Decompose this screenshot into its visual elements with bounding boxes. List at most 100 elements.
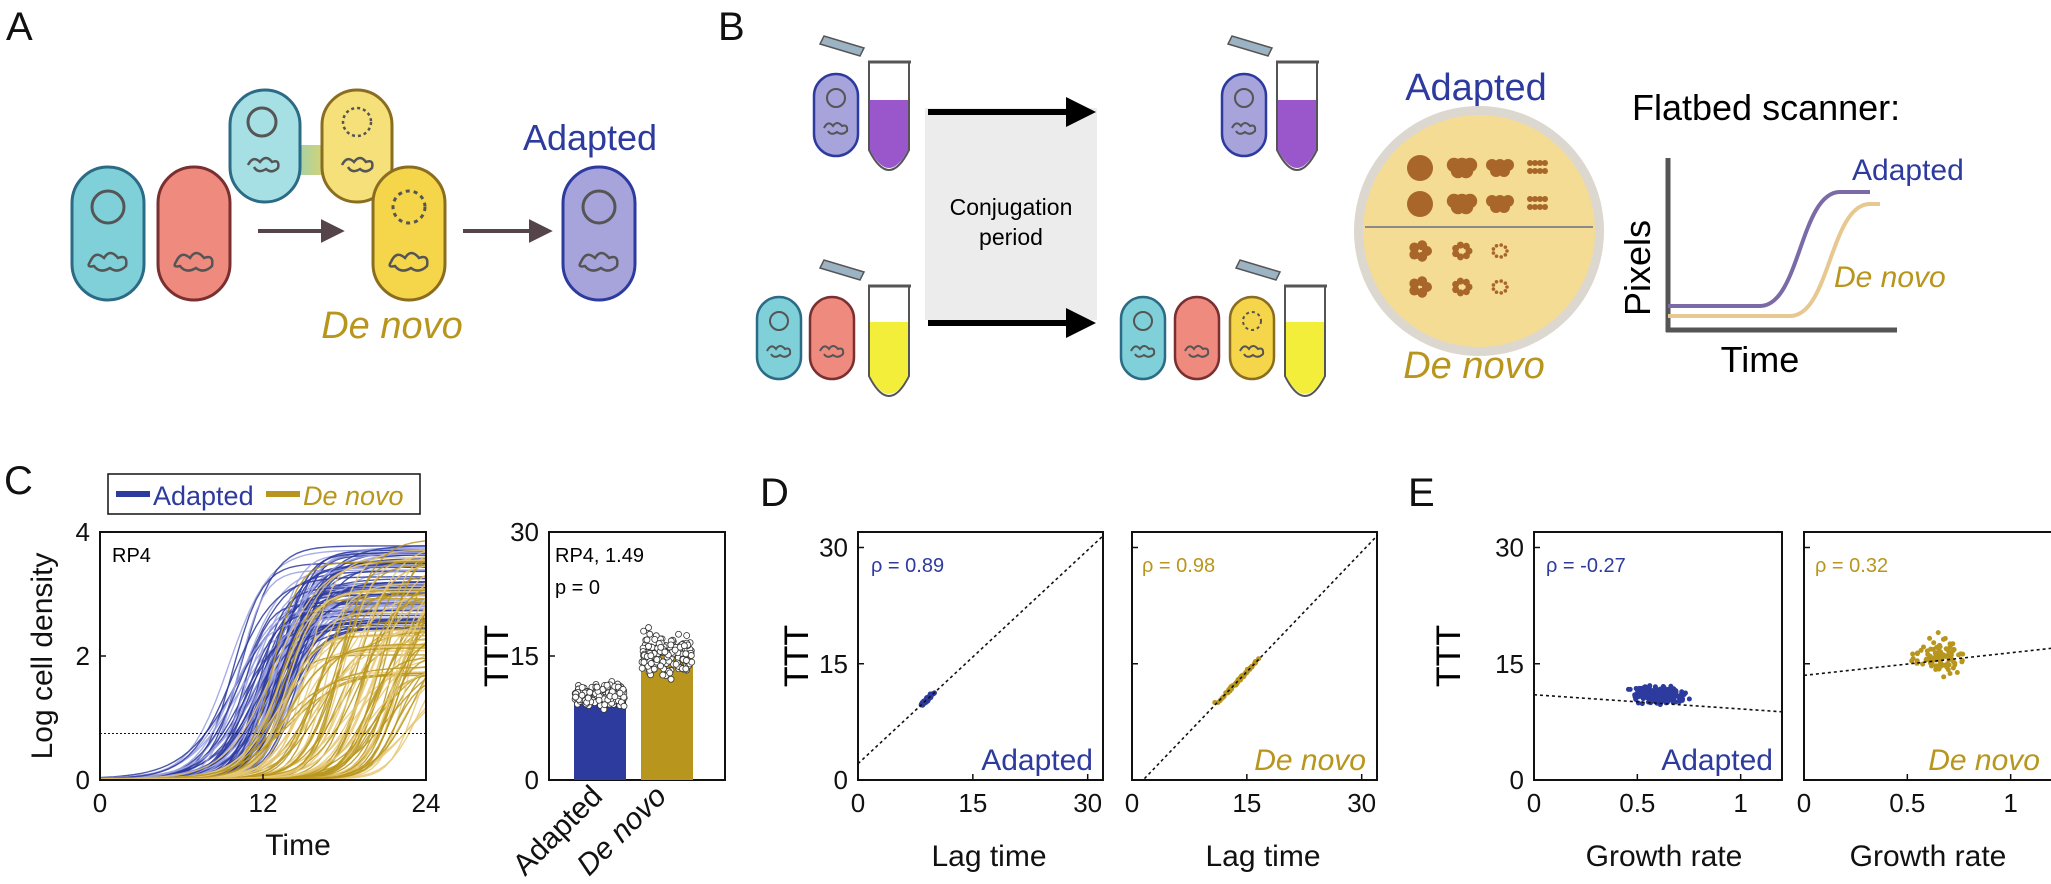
data-point [1661, 684, 1667, 690]
d-label-denovo: De novo [1254, 744, 1366, 777]
plasmid-label: RP4 [112, 545, 151, 567]
e-xlabel-1: Growth rate [1586, 840, 1743, 873]
panel-letter-b: B [718, 5, 745, 49]
data-point [1952, 660, 1958, 666]
data-point [1947, 670, 1953, 676]
data-point [1959, 657, 1965, 663]
colony-icon [1494, 244, 1499, 248]
scanner-denovo-label: De novo [1834, 261, 1946, 294]
data-point [1958, 651, 1964, 657]
x-tick-label: 1 [2003, 788, 2017, 818]
y-tick-label: 30 [1495, 533, 1524, 563]
data-point [645, 624, 652, 631]
bar-annotation-1: RP4, 1.49 [555, 545, 644, 567]
legend-adapted: Adapted [153, 481, 254, 511]
conjugation-line-2: period [979, 224, 1043, 250]
bar-adapted [574, 694, 626, 780]
data-point [1640, 694, 1646, 700]
colony-icon [1456, 277, 1464, 285]
y-tick-label: 4 [76, 517, 90, 547]
data-point [1910, 651, 1916, 657]
e-rho-adapted: ρ = -0.27 [1546, 555, 1626, 577]
data-point [1673, 688, 1679, 694]
data-point [1945, 667, 1951, 673]
legend-box [107, 473, 421, 515]
colony-icon [1499, 279, 1503, 283]
data-point [578, 691, 586, 699]
data-point [1676, 695, 1682, 701]
y-tick-label: 15 [819, 649, 848, 679]
x-tick-label: 0 [1527, 788, 1541, 818]
data-point [1923, 656, 1929, 662]
data-point [671, 646, 679, 654]
plot-frame [1131, 531, 1378, 781]
data-point [1636, 685, 1642, 691]
data-point [593, 683, 601, 691]
colony-icon [1532, 204, 1538, 210]
data-point [1920, 644, 1926, 650]
x-tick-label: 15 [1232, 788, 1261, 818]
data-point [647, 652, 655, 660]
colony-icon [1503, 253, 1508, 257]
de-novo-cell-icon [371, 165, 447, 302]
colony-icon [1491, 287, 1496, 291]
fit-line [858, 535, 1103, 765]
data-point [659, 671, 667, 679]
panel-b-schematic: Conjugation period [755, 35, 1964, 397]
e-rho-denovo: ρ = 0.32 [1815, 555, 1888, 577]
y-tick-label: 15 [510, 641, 539, 671]
mating-culture-icon [1119, 259, 1327, 397]
data-point [667, 641, 675, 649]
data-point [1652, 685, 1658, 691]
colony-icon [1462, 157, 1478, 173]
colony-icon [1542, 196, 1548, 202]
adapted-curve [100, 576, 426, 779]
data-point [638, 664, 646, 672]
data-point [572, 693, 579, 701]
x-tick-label: 0 [1125, 788, 1139, 818]
fit-line [1142, 535, 1377, 780]
x-tick-label: 1 [1733, 788, 1747, 818]
data-point [683, 632, 691, 639]
x-tick-label: 0.5 [1889, 788, 1925, 818]
x-tick-label: 30 [1073, 788, 1102, 818]
x-tick-label: 0 [1797, 788, 1811, 818]
data-point [646, 630, 654, 638]
colony-icon [1527, 168, 1533, 174]
colony-icon [1503, 281, 1508, 285]
data-point [616, 689, 624, 697]
data-point [640, 658, 648, 666]
data-point [1909, 658, 1915, 664]
panel-a-schematic: Adapted De novo [70, 88, 657, 347]
data-point [1641, 686, 1647, 692]
y-tick-label: 30 [510, 517, 539, 547]
data-point [1947, 644, 1953, 650]
data-point [672, 660, 680, 668]
data-point [1950, 665, 1956, 671]
data-point [1673, 699, 1679, 705]
data-point [578, 683, 586, 691]
colony-icon [1527, 160, 1533, 166]
data-point [1914, 660, 1920, 666]
data-point [1915, 650, 1921, 656]
x-tick-label: 0 [93, 788, 107, 818]
colony-icon [1462, 242, 1470, 250]
colony-icon [1537, 168, 1543, 174]
data-point [1937, 642, 1943, 648]
growth-curves-plot [100, 540, 426, 780]
data-point [1931, 640, 1937, 646]
data-point [645, 642, 652, 650]
d-rho-denovo: ρ = 0.98 [1142, 555, 1215, 577]
data-point [1647, 683, 1653, 689]
c-xlabel: Time [265, 829, 331, 862]
colony-icon [1505, 285, 1509, 289]
data-point [1238, 677, 1244, 683]
y-tick-label: 0 [525, 765, 539, 795]
data-point [667, 675, 675, 683]
colony-icon [1532, 168, 1538, 174]
